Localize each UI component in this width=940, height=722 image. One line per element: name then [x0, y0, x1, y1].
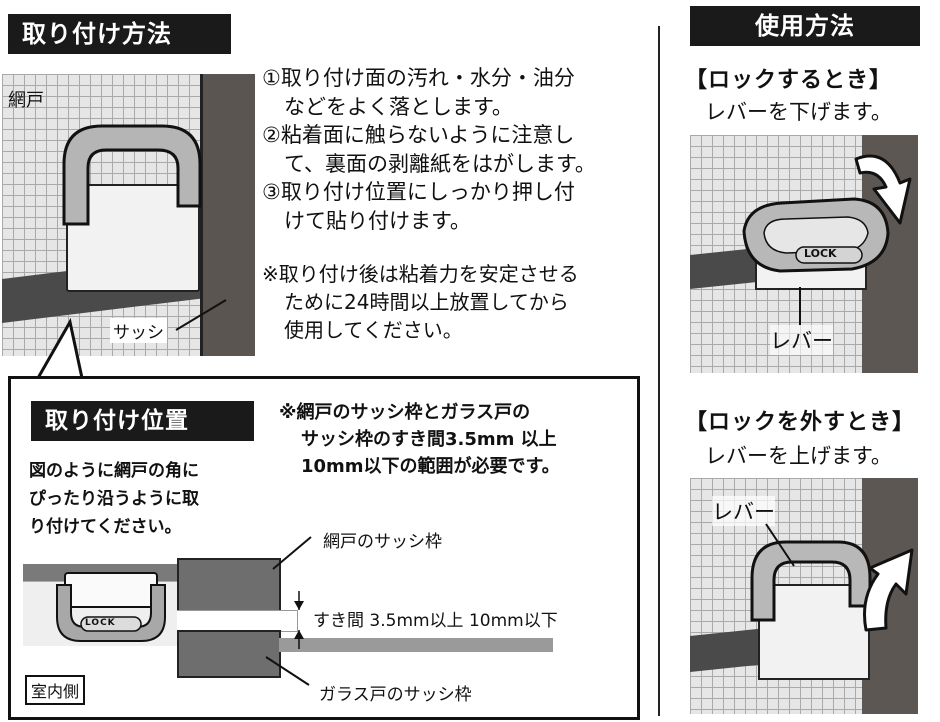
step-3-line-1: ③取り付け位置にしっかり押し付 [262, 180, 575, 204]
lock-lever-illustration [62, 124, 202, 226]
lock-title: 【ロックするとき】 [685, 68, 893, 93]
lock-lever-embossed-text: LOCK [804, 247, 837, 260]
step-1-line-2: などをよく落とします。 [284, 94, 513, 119]
step-1-line-1: ①取り付け面の汚れ・水分・油分 [262, 66, 575, 90]
column-divider [658, 26, 660, 716]
callout-pointer [35, 317, 84, 380]
step-3-line-2: けて貼り付けます。 [284, 208, 471, 233]
glass-sash-rail [279, 638, 553, 652]
unlock-description: レバーを上げます。 [705, 444, 892, 468]
gap-note-line-3: 10mm以下の範囲が必要です。 [301, 456, 560, 477]
glass-frame-block [177, 630, 281, 678]
sash-label: サッシ [110, 318, 167, 343]
unlock-illustration: レバー [690, 478, 918, 714]
position-header: 取り付け位置 [31, 401, 254, 441]
indoor-side-label: 室内側 [25, 675, 86, 705]
screen-frame-label: 網戸のサッシ枠 [323, 532, 442, 552]
diagram-leader-lines [265, 536, 312, 686]
lock-lever-down [742, 197, 890, 290]
screen-frame-block [177, 558, 281, 614]
gap-label: すき間 3.5mm以上 10mm以下 [313, 611, 558, 631]
lock-lever-pointer-line [799, 287, 801, 325]
position-instruction: 図のように網戸の角に ぴったり沿うように取 り付けてください。 [29, 457, 199, 541]
lock-lever-label: レバー [770, 325, 833, 355]
lock-description: レバーを下げます。 [705, 100, 892, 124]
screen-label: 網戸 [8, 90, 44, 111]
instruction-line-2: ぴったり沿うように取 [29, 489, 199, 509]
install-note: ※取り付け後は粘着力を安定させる ために24時間以上放置してから 使用してくださ… [262, 260, 632, 344]
unlock-lever-label: レバー [712, 496, 775, 526]
unlock-lever-pointer-line [765, 523, 795, 567]
install-illustration: 網戸 サッシ [2, 74, 255, 356]
install-header: 取り付け方法 [8, 14, 231, 54]
unlock-lever-up [750, 540, 872, 622]
usage-header: 使用方法 [690, 6, 920, 46]
gap-note-line-2: サッシ枠のすき間3.5mm 以上 [301, 429, 557, 450]
arrow-down-icon [854, 154, 912, 225]
gap-note: ※網戸のサッシ枠とガラス戸の サッシ枠のすき間3.5mm 以上 10mm以下の範… [279, 399, 560, 480]
instruction-line-3: り付けてください。 [29, 517, 182, 537]
lock-illustration: LOCK レバー [690, 135, 918, 373]
arrow-up-icon [863, 548, 914, 632]
gap-note-line-1: ※網戸のサッシ枠とガラス戸の [279, 402, 531, 423]
install-note-line-1: ※取り付け後は粘着力を安定させる [262, 262, 579, 286]
step-2-line-2: て、裏面の剥離紙をはがします。 [284, 151, 596, 176]
lock-embossed-text: LOCK [85, 618, 116, 628]
glass-frame-label: ガラス戸のサッシ枠 [319, 685, 472, 705]
unlock-title: 【ロックを外すとき】 [685, 410, 916, 435]
step-2-line-1: ②粘着面に触らないように注意し [262, 123, 575, 147]
install-note-line-3: 使用してください。 [284, 318, 463, 342]
position-box: 取り付け位置 図のように網戸の角に ぴったり沿うように取 り付けてください。 ※… [8, 376, 640, 720]
install-note-line-2: ために24時間以上放置してから [284, 290, 569, 314]
lock-top-view [56, 572, 166, 642]
install-steps: ①取り付け面の汚れ・水分・油分 などをよく落とします。 ②粘着面に触らないように… [262, 64, 637, 235]
instruction-line-1: 図のように網戸の角に [29, 461, 199, 481]
sash-pointer-line [175, 299, 227, 331]
